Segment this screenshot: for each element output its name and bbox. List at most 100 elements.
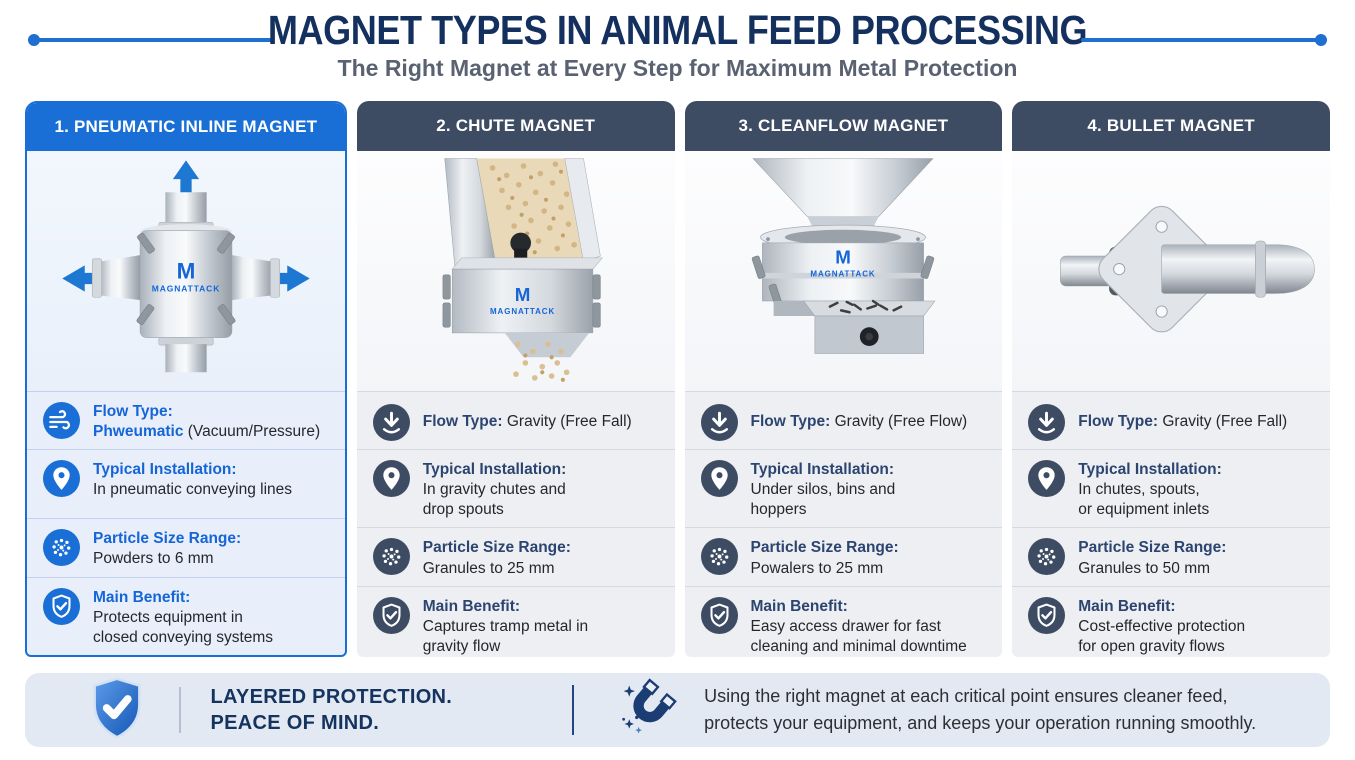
spec-label: Typical Installation:: [1078, 461, 1222, 478]
magnet-cards-row: 1. PNEUMATIC INLINE MAGNET: [25, 101, 1330, 657]
down-arrow-icon: [700, 403, 738, 441]
down-arrow-icon: [372, 403, 410, 441]
location-pin-icon: [1028, 460, 1066, 497]
brand-m-logo: M: [514, 284, 530, 305]
card-bullet-magnet: 4. BULLET MAGNET: [1012, 101, 1330, 657]
spec-value: Easy access drawer for fast cleaning and…: [750, 617, 967, 655]
spec-main-benefit: Main Benefit: Cost-effective protection …: [1012, 585, 1330, 657]
spec-text: Flow Type: Phweumatic (Vacuum/Pressure): [93, 401, 320, 442]
spec-label: Main Benefit:: [93, 588, 191, 606]
particles-icon: [372, 538, 410, 576]
spec-text: Typical Installation: In chutes, spouts,…: [1078, 459, 1222, 520]
spec-main-benefit: Main Benefit: Captures tramp metal in gr…: [356, 585, 675, 657]
spec-value: Captures tramp metal in gravity flow: [422, 617, 589, 655]
footer-body-text: Using the right magnet at each critical …: [704, 686, 1257, 733]
spec-label: Typical Installation:: [750, 461, 895, 478]
chute-magnet-image: M MAGNATTACK: [356, 151, 675, 391]
spec-value: Granules to 25 mm: [422, 559, 555, 577]
spec-label: Typical Installation:: [93, 461, 237, 479]
spec-text: Main Benefit: Protects equipment in clos…: [93, 587, 273, 648]
pneumatic-inline-magnet-image: M MAGNATTACK: [27, 151, 345, 391]
spec-value: In gravity chutes and drop spouts: [422, 481, 566, 519]
location-pin-icon: [43, 460, 80, 498]
card-title: 1. PNEUMATIC INLINE MAGNET: [27, 103, 345, 151]
spec-typical-installation: Typical Installation: In chutes, spouts,…: [1012, 449, 1330, 527]
spec-text: Flow Type: Gravity (Free Fall): [423, 411, 632, 432]
footer-divider: [179, 687, 181, 733]
spec-value: In pneumatic conveying lines: [93, 481, 293, 499]
brand-wordmark: MAGNATTACK: [490, 307, 555, 316]
chute-magnet-illustration: M MAGNATTACK: [442, 158, 603, 382]
card-title: 3. CLEANFLOW MAGNET: [684, 101, 1003, 151]
footer-divider: [572, 685, 575, 735]
spec-value: Cost-effective protection for open gravi…: [1078, 617, 1246, 655]
bullet-magnet-illustration: [1060, 205, 1315, 333]
spec-text: Main Benefit: Easy access drawer for fas…: [751, 596, 967, 657]
spec-typical-installation: Typical Installation: In gravity chutes …: [356, 449, 675, 527]
spec-list: Flow Type: Phweumatic (Vacuum/Pressure) …: [27, 391, 345, 655]
spec-label: Main Benefit:: [1078, 597, 1176, 615]
shield-check-icon: [700, 596, 738, 634]
spec-text: Particle Size Range: Granules to 25 mm: [423, 537, 571, 578]
location-pin-icon: [372, 460, 410, 497]
card-title: 2. CHUTE MAGNET: [356, 101, 675, 151]
page-title: MAGNET TYPES IN ANIMAL FEED PROCESSING: [267, 7, 1088, 53]
magnet-icon: [618, 677, 678, 743]
title-flank-line-left: [36, 38, 274, 42]
brand-m-logo: M: [836, 247, 852, 268]
particles-icon: [1028, 538, 1066, 576]
brand-wordmark: MAGNATTACK: [152, 284, 220, 294]
spec-flow-type: Flow Type: Gravity (Free Flow): [685, 392, 1003, 449]
title-flank-dot-right: [1315, 34, 1327, 46]
card-title: 4. BULLET MAGNET: [1012, 101, 1330, 151]
inline-magnet-illustration: M MAGNATTACK: [62, 160, 310, 373]
spec-value: In chutes, spouts, or equipment inlets: [1078, 481, 1210, 519]
spec-label: Particle Size Range:: [1078, 539, 1227, 557]
spec-text: Particle Size Range: Granules to 50 mm: [1078, 537, 1226, 578]
spec-value: (Vacuum/Pressure): [183, 423, 321, 441]
spec-text: Particle Size Range: Powders to 6 mm: [93, 528, 241, 569]
spec-text: Typical Installation: Under silos, bins …: [751, 459, 896, 520]
spec-value: Under silos, bins and hoppers: [750, 481, 896, 519]
spec-text: Particle Size Range: Powalers to 25 mm: [751, 537, 899, 578]
shield-check-badge-icon: [89, 676, 145, 744]
spec-label: Main Benefit:: [422, 597, 521, 615]
footer-banner: LAYERED PROTECTION. PEACE OF MIND. Using…: [25, 673, 1330, 747]
title-flank-line-right: [1081, 38, 1319, 42]
spec-list: Flow Type: Gravity (Free Fall) Typical I…: [356, 391, 675, 657]
spec-value: Gravity (Free Fall): [502, 412, 632, 430]
particles-icon: [43, 529, 80, 567]
shield-check-icon: [43, 587, 80, 625]
spec-value: Gravity (Free Fall): [1158, 412, 1288, 430]
brand-m-logo: M: [177, 259, 196, 284]
spec-list: Flow Type: Gravity (Free Flow) Typical I…: [684, 391, 1003, 657]
spec-main-benefit: Main Benefit: Easy access drawer for fas…: [684, 585, 1003, 657]
spec-text: Flow Type: Gravity (Free Fall): [1078, 411, 1287, 432]
wind-icon: [43, 402, 80, 439]
spec-value: Powders to 6 mm: [93, 550, 214, 568]
spec-text: Main Benefit: Cost-effective protection …: [1078, 596, 1245, 657]
spec-list: Flow Type: Gravity (Free Fall) Typical I…: [1012, 391, 1330, 657]
down-arrow-icon: [1028, 403, 1066, 441]
footer-headline: LAYERED PROTECTION. PEACE OF MIND.: [210, 685, 453, 734]
spec-particle-size: Particle Size Range: Powalers to 25 mm: [684, 527, 1003, 585]
spec-particle-size: Particle Size Range: Granules to 50 mm: [1012, 527, 1330, 585]
spec-text: Typical Installation: In gravity chutes …: [423, 459, 567, 520]
spec-value: Granules to 50 mm: [1078, 559, 1211, 577]
spec-label: Particle Size Range:: [93, 530, 242, 548]
spec-label: Flow Type:: [93, 403, 173, 420]
brand-wordmark: MAGNATTACK: [811, 270, 876, 279]
spec-value: Gravity (Free Flow): [830, 412, 968, 430]
spec-flow-type: Flow Type: Gravity (Free Fall): [357, 392, 675, 449]
spec-flow-type: Flow Type: Gravity (Free Fall): [1012, 392, 1330, 449]
spec-typical-installation: Typical Installation: In pneumatic conve…: [27, 449, 345, 518]
cleanflow-magnet-illustration: M MAGNATTACK: [752, 158, 936, 354]
spec-text: Main Benefit: Captures tramp metal in gr…: [423, 596, 588, 657]
spec-text: Typical Installation: In pneumatic conve…: [93, 459, 292, 500]
spec-value: Protects equipment in closed conveying s…: [93, 608, 274, 646]
shield-check-icon: [372, 596, 410, 634]
cleanflow-magnet-image: M MAGNATTACK: [684, 151, 1003, 391]
spec-label: Flow Type:: [750, 412, 831, 430]
card-chute-magnet: 2. CHUTE MAGNET: [356, 101, 675, 657]
page-subtitle: The Right Magnet at Every Step for Maxim…: [337, 55, 1018, 82]
